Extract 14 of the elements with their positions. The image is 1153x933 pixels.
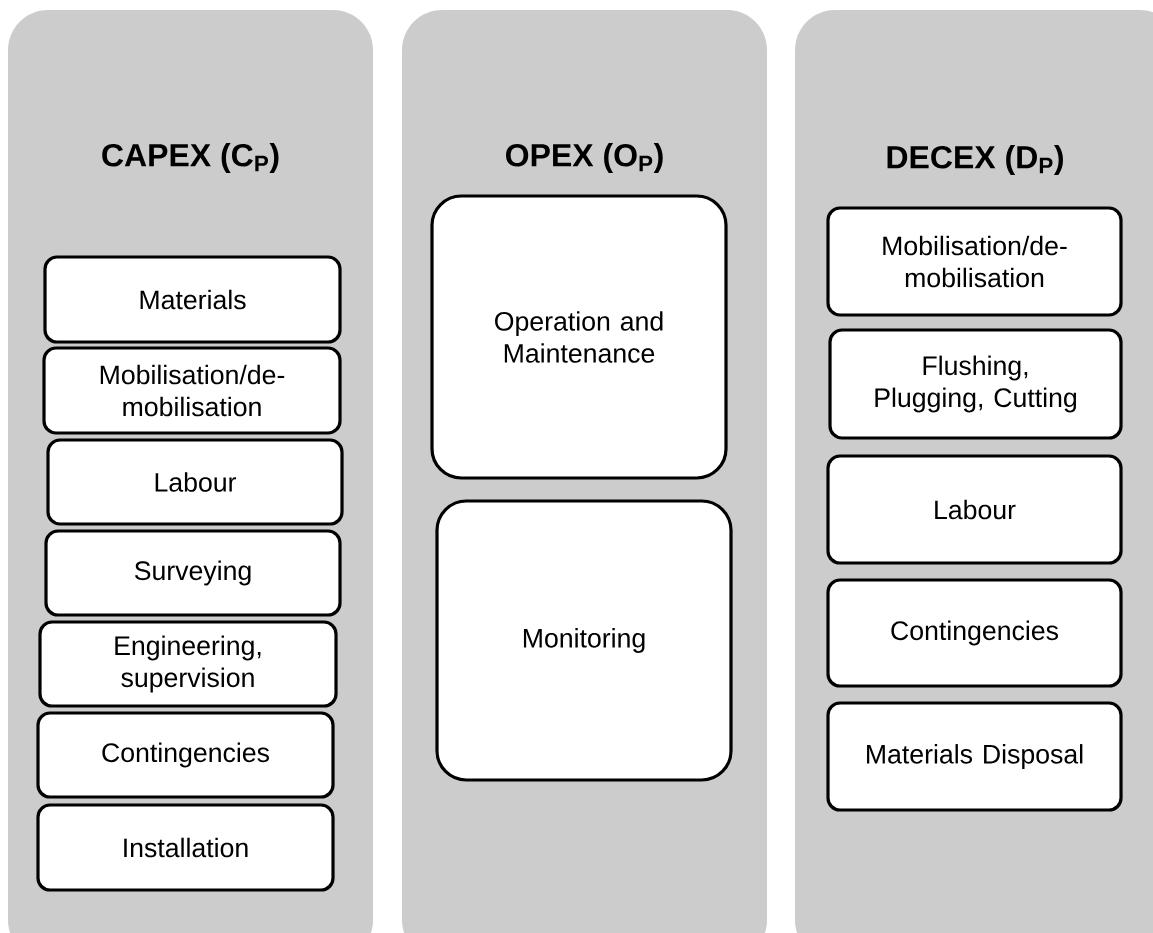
item-box: Mobilisation/de-mobilisation xyxy=(42,346,342,435)
item-box: Labour xyxy=(826,454,1123,565)
item-box: Flushing, Plugging, Cutting xyxy=(828,328,1123,440)
item-box: Monitoring xyxy=(435,499,733,782)
item-box: Materials Disposal xyxy=(826,701,1123,812)
item-box: Contingencies xyxy=(826,578,1123,688)
item-box: Engineering, supervision xyxy=(38,620,338,708)
item-box: Labour xyxy=(46,438,344,526)
item-box: Contingencies xyxy=(36,711,335,799)
item-box: Operation and Maintenance xyxy=(430,194,728,480)
item-box: Installation xyxy=(36,803,335,892)
item-box: Surveying xyxy=(44,529,342,617)
item-box: Materials xyxy=(43,255,342,344)
item-box: Mobilisation/de-mobilisation xyxy=(826,206,1123,317)
